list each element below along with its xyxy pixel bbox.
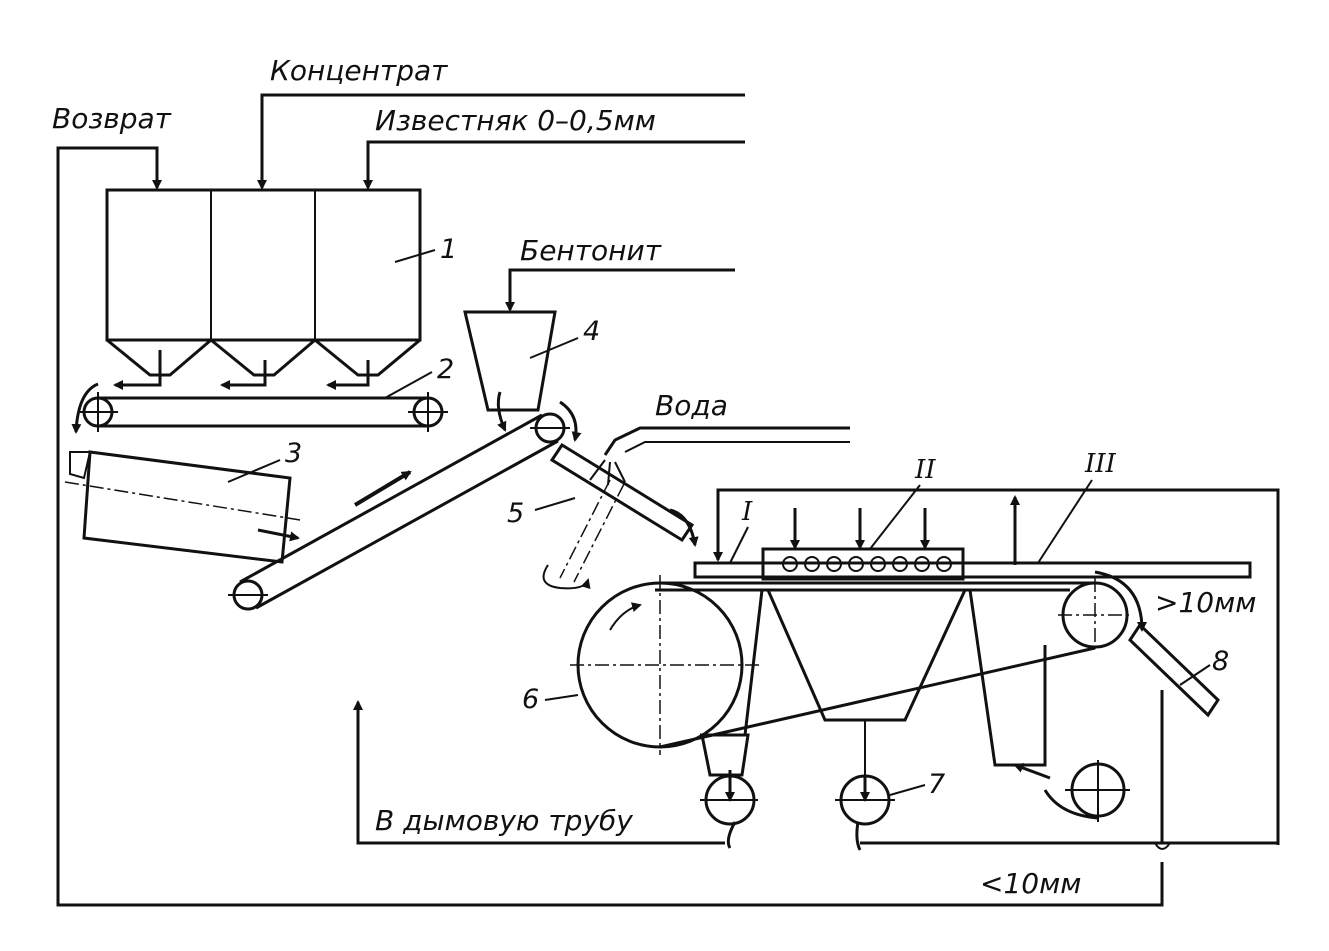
burner-circles [782,556,952,572]
zone-label-2: II [914,455,936,485]
label-bentonite: Бентонит [520,234,662,267]
label-concentrate: Концентрат [270,54,448,87]
feed-lines [56,93,1164,907]
callout-3: 3 [285,438,302,469]
label-water: Вода [655,389,728,422]
label-oversize: >10мм [1155,586,1256,619]
screen [1128,622,1220,718]
label-undersize: <10мм [980,867,1081,900]
grate-strand [693,561,1252,579]
bin-hopper-middle [210,338,316,377]
inclined-conveyor [228,400,582,611]
chimney-line [353,700,725,845]
bentonite-hopper [463,268,735,432]
callout-1: 1 [440,234,457,265]
bentonite-feed-line [505,268,735,312]
label-chimney: В дымовую трубу [375,804,633,837]
callout-8: 8 [1212,646,1229,677]
drum-body [82,450,292,564]
pelletizer [542,426,850,590]
pelletizer-pan [549,442,695,543]
limestone-feed-line [366,140,745,182]
callout-4: 4 [583,316,600,347]
callout-5: 5 [507,498,524,529]
windbox-3 [968,589,1047,767]
concentrate-feed-line [260,93,745,182]
zone-label-1: I [741,497,753,527]
discharge-arrow [71,382,99,434]
storage-bins [105,188,422,390]
belt-conveyor [71,382,448,434]
bin-block [105,188,422,342]
windbox-1 [700,589,764,737]
indurating-machine [570,479,1280,850]
exhaust-fans [353,700,1162,851]
return-line [56,146,1164,907]
zone-label-3: III [1084,449,1117,479]
callout-7: 7 [928,769,945,800]
callout-2: 2 [437,354,454,385]
label-limestone: Известняк 0–0,5мм [375,104,656,137]
water-line [603,426,850,456]
mixing-drum [64,450,301,564]
label-return: Возврат [52,102,172,135]
callout-6: 6 [522,684,539,715]
